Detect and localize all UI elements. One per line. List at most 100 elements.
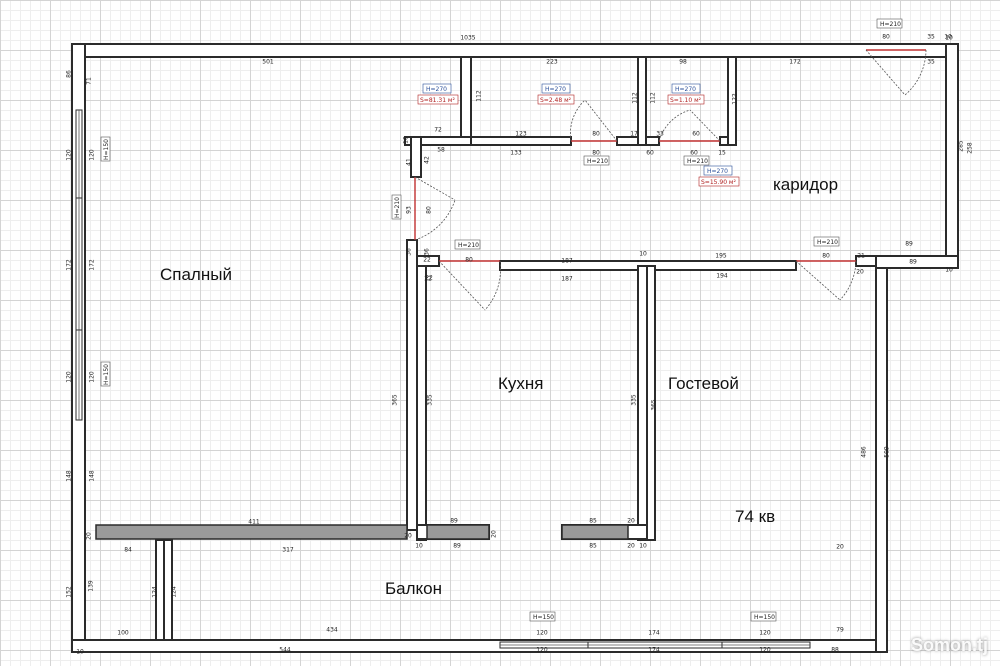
svg-text:H=150: H=150 [103,364,110,385]
dimension-d36b: 36 [424,248,431,256]
bedroom-wall-upper [460,56,472,146]
dimension-d10c: 10 [639,251,647,258]
dimension-d194: 194 [716,273,728,280]
svg-text:H=150: H=150 [103,139,110,160]
dimension-d20c: 20 [491,530,498,538]
kitchen-wall-left [416,265,427,541]
svg-text:H=270: H=270 [426,86,447,93]
svg-text:H=150: H=150 [533,614,554,621]
dimension-d35a: 35 [927,34,935,41]
wc-door [658,109,721,142]
dimension-d365a: 365 [392,394,399,406]
dimension-d223: 223 [546,59,558,66]
dimension-d80f: 80 [822,253,830,260]
dimension-d133: 133 [510,150,522,157]
outer-wall-right-upper [945,43,959,269]
room-tags: H=270 S=81.31 м² H=270 S=2.48 м² H=270 S… [417,83,740,187]
dimension-d187a: 187 [561,258,573,265]
dimension-d22a: 22 [423,257,431,264]
dimension-d411: 411 [248,519,260,526]
outer-wall-top [71,43,949,58]
room-label-balcony: Балкон [385,579,442,598]
tag-window-bottom: H=150 [100,361,111,387]
balcony-window-right [721,641,811,649]
area-tag-room2: S=2.48 м² [537,94,575,105]
dimension-d20a: 20 [856,269,864,276]
dimension-d152: 152 [66,586,73,598]
dimension-d98: 98 [679,59,687,66]
dimension-d33: 33 [656,131,664,138]
dimension-d85a: 85 [589,518,597,525]
tag-balcony-window-left: H=150 [529,611,556,622]
svg-text:H=210: H=210 [587,158,608,165]
kitchen-stub-right-hatch [561,524,629,540]
svg-text:H=210: H=210 [687,158,708,165]
dimension-d41: 41 [406,158,413,166]
dimension-d21: 21 [857,253,865,260]
dimension-d15: 15 [718,150,726,157]
bedroom-window-top [75,109,83,199]
balcony-partition-right [163,539,173,641]
room-label-bedroom: Спалный [160,265,232,284]
dimension-d10g: 10 [76,649,84,656]
dimension-d10a: 10 [944,34,952,41]
tag-balcony-window-right: H=150 [750,611,777,622]
dimension-d20g: 20 [836,544,844,551]
dimension-d120a: 120 [66,149,73,161]
dimension-d120g: 120 [536,647,548,654]
dimension-d72: 72 [434,127,442,134]
dimension-d174b: 174 [648,647,660,654]
dimension-d80e: 80 [465,257,473,264]
dimension-d112b: 112 [632,92,639,104]
dimension-d79: 79 [836,627,844,634]
dimension-d17: 17 [630,131,638,138]
dimension-d10b: 10 [403,136,410,144]
dimension-d100: 100 [117,630,129,637]
dimension-d120e: 120 [536,630,548,637]
dimension-d172a: 172 [789,59,801,66]
room-label-corridor: каридор [773,175,838,194]
dimension-d509: 509 [884,446,891,458]
opening-tags: H=210 H=210 H=210 H=210 H=210 H=210 H=15… [100,18,903,622]
dimension-d174a: 174 [648,630,660,637]
height-tag-corridor: H=270 [703,165,733,176]
bath-door [570,99,618,142]
dimension-d258: 258 [967,142,974,154]
svg-text:S=81.31 м²: S=81.31 м² [420,97,455,104]
dimension-d285: 285 [958,140,965,152]
dimension-d89a: 89 [905,241,913,248]
dimension-d365b: 365 [651,399,658,411]
tag-entry-door: H=210 [876,18,903,29]
svg-text:S=15.90 м²: S=15.90 м² [701,179,736,186]
dimension-d36a: 36 [406,248,413,256]
kitchen-wall-right [637,265,648,541]
dimension-d80c: 80 [592,150,600,157]
dimension-d335b: 335 [631,394,638,406]
bedroom-wall-lower [406,239,418,531]
dimension-d84: 84 [124,547,132,554]
dimension-d120d: 120 [89,371,96,383]
dimension-d22c: 22 [424,276,432,283]
dimension-d89c: 89 [450,518,458,525]
dimension-d10f: 10 [639,543,647,550]
dimension-d120c: 120 [66,371,73,383]
dimension-d123: 123 [515,131,527,138]
dimension-d120f: 120 [759,630,771,637]
dimension-d89d: 89 [453,543,461,550]
dimension-d335a: 335 [427,394,434,406]
dimension-d80d: 80 [426,206,433,214]
dimension-d112c: 112 [650,92,657,104]
dimension-d20e: 20 [627,543,635,550]
dimension-d124b: 124 [171,586,178,598]
height-tag-bedroom: H=270 [422,83,452,94]
balcony-wall-hatched [95,524,408,540]
area-tag-room3: S=1.10 м² [667,94,705,105]
room-labels: Спалный каридор Кухня Гостевой Балкон 74… [160,175,838,598]
dimension-d20d: 20 [627,518,635,525]
tag-window-top: H=150 [100,136,111,162]
dimension-d434: 434 [326,627,338,634]
dimension-d60b: 60 [646,150,654,157]
svg-text:H=150: H=150 [754,614,775,621]
svg-text:H=210: H=210 [394,197,401,218]
